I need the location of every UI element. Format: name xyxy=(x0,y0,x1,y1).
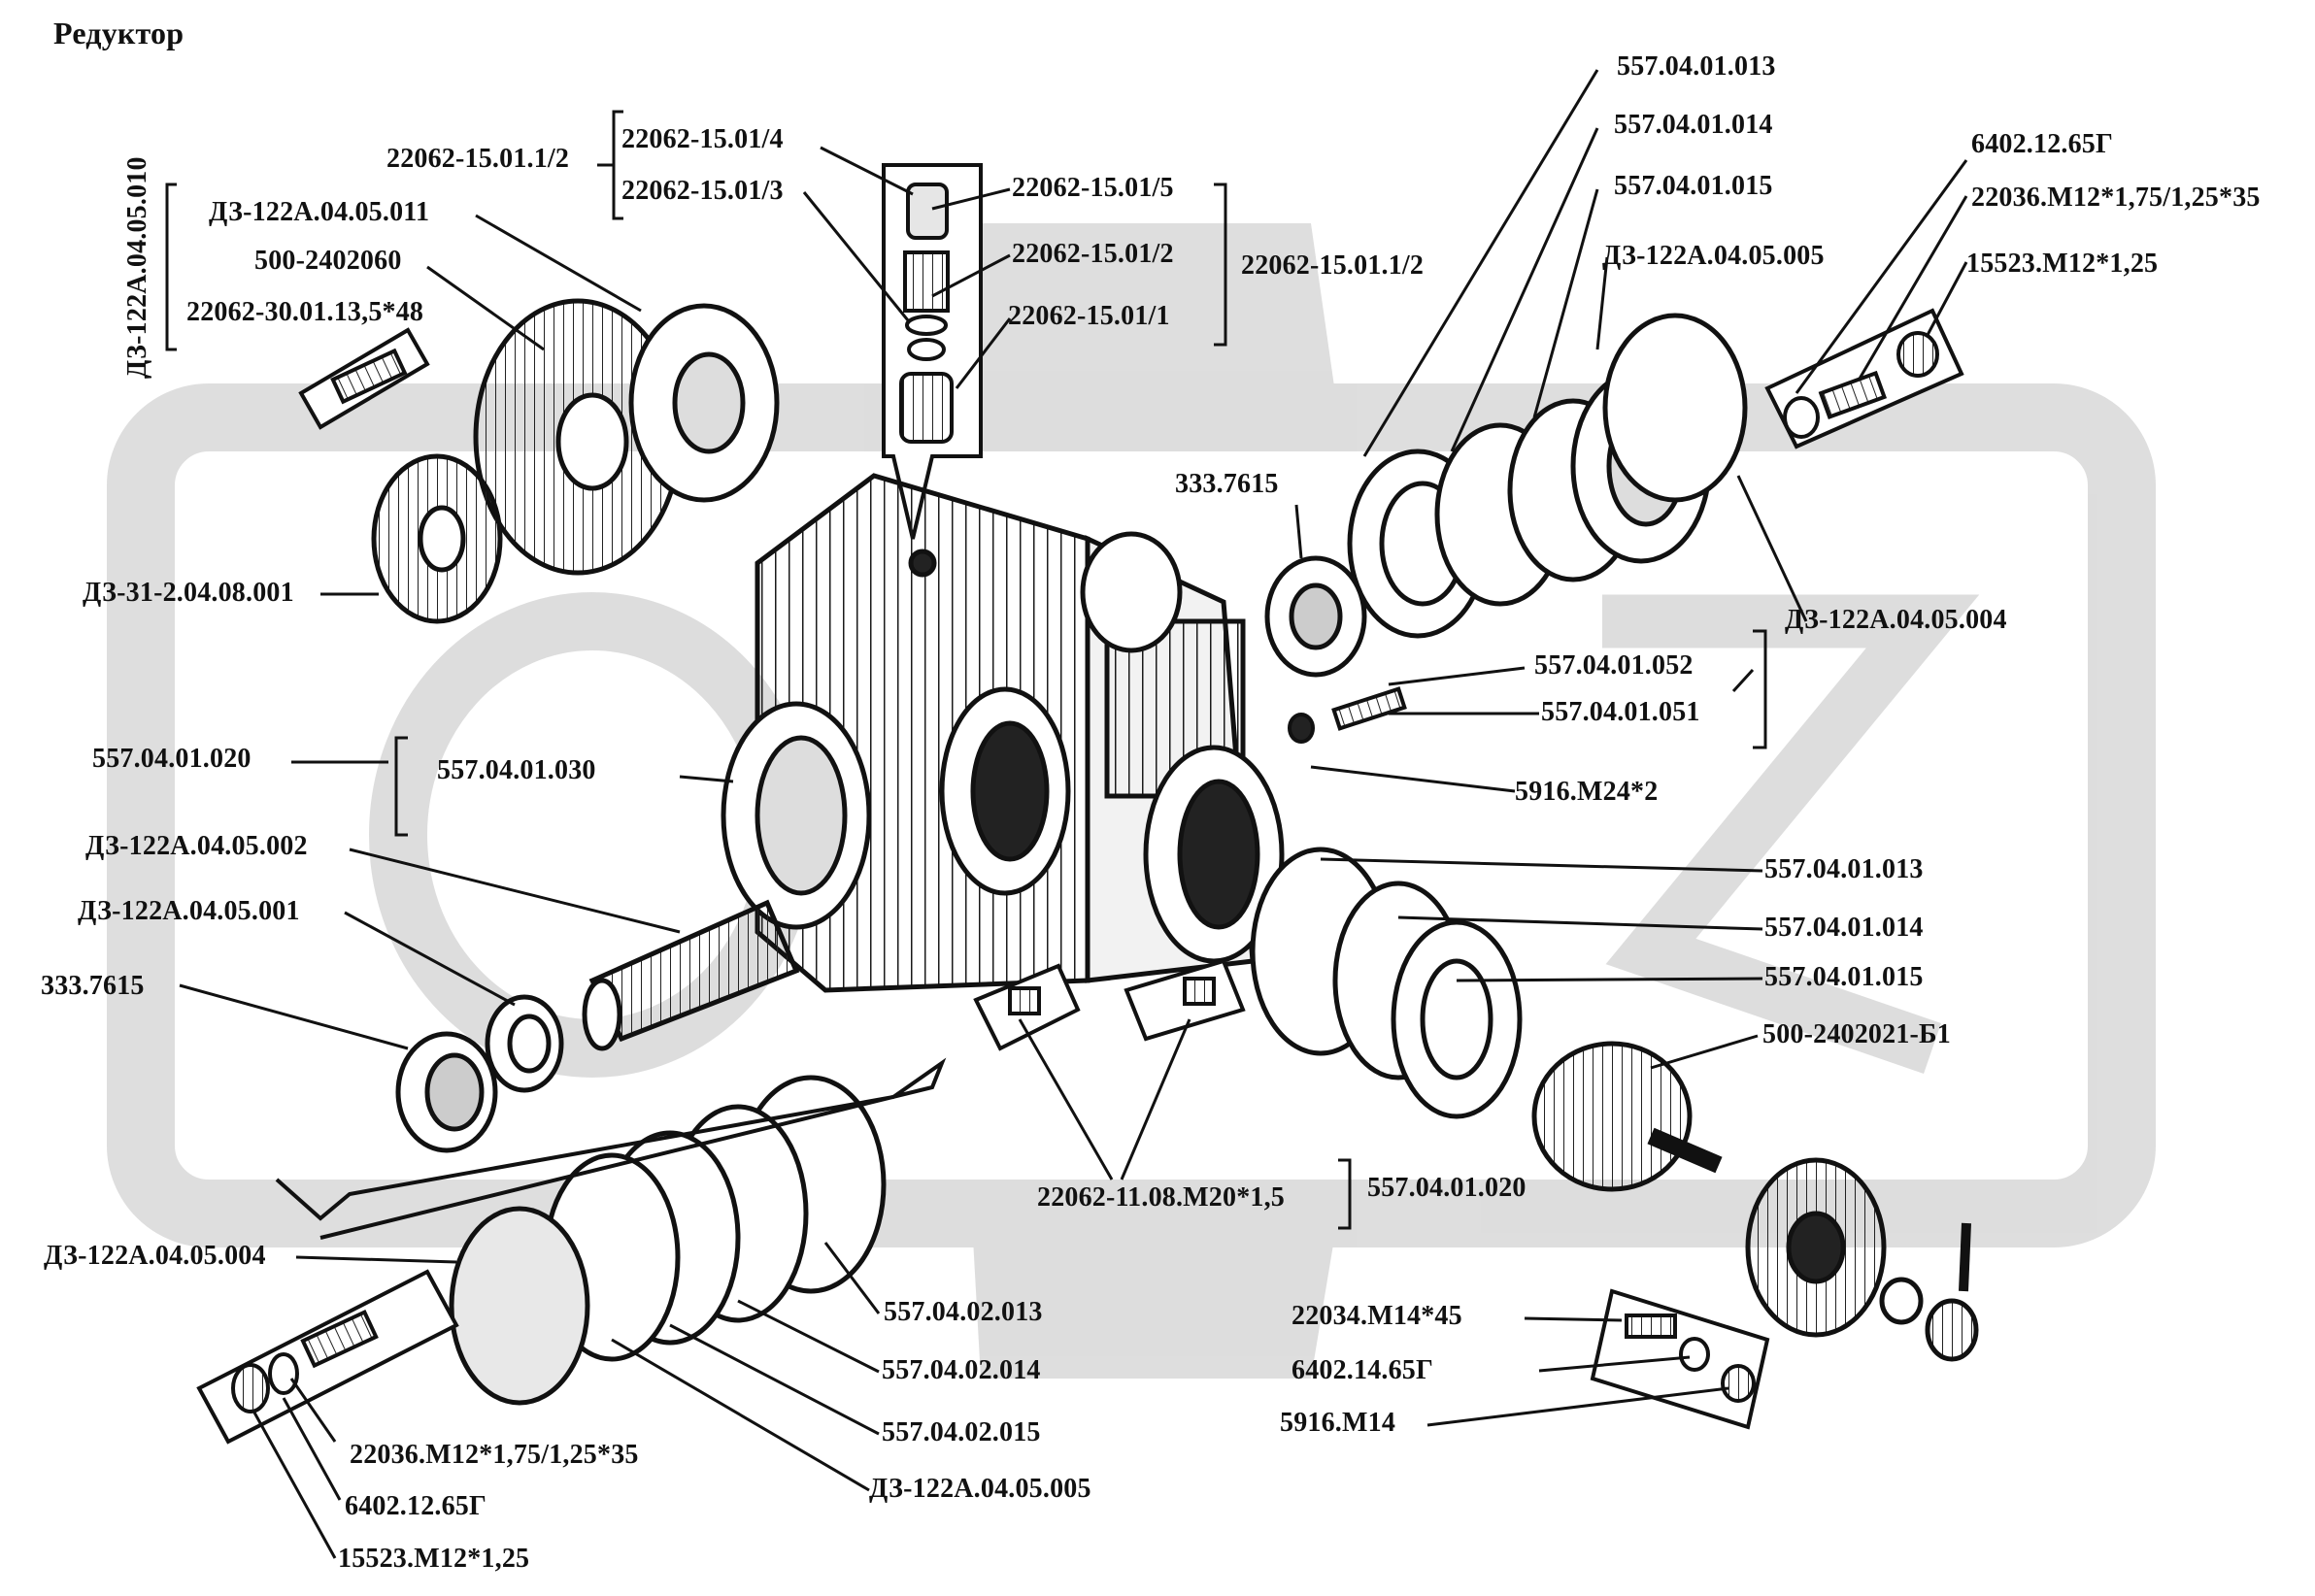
part-label: 557.04.01.015 xyxy=(1764,962,1924,992)
part-label: ДЗ-122А.04.05.005 xyxy=(1602,241,1825,271)
part-label: 557.04.02.013 xyxy=(884,1297,1043,1327)
part-label: 5916.М14 xyxy=(1280,1408,1396,1438)
part-label: 557.04.01.030 xyxy=(437,755,596,785)
page-title: Редуктор xyxy=(53,16,185,50)
part-label: ДЗ-31-2.04.08.001 xyxy=(83,578,294,608)
part-label: 22062-15.01.1/2 xyxy=(1241,250,1425,281)
part-label: 22034.М14*45 xyxy=(1292,1301,1462,1331)
part-label: 22036.М12*1,75/1,25*35 xyxy=(350,1440,639,1470)
part-label: ДЗ-122А.04.05.004 xyxy=(1785,605,2007,635)
part-label: 557.04.02.014 xyxy=(882,1355,1041,1385)
part-label: 557.04.01.014 xyxy=(1764,913,1924,943)
part-label: 22062-15.01/3 xyxy=(621,176,784,206)
part-label: 22062-11.08.М20*1,5 xyxy=(1037,1182,1286,1213)
part-label: ДЗ-122А.04.05.005 xyxy=(869,1474,1091,1504)
part-label: 557.04.01.014 xyxy=(1614,110,1773,140)
part-label: 557.04.01.051 xyxy=(1541,697,1700,727)
part-label: 6402.12.65Г xyxy=(1971,129,2114,159)
part-label: ДЗ-122А.04.05.002 xyxy=(85,831,308,861)
part-label: 22062-15.01/1 xyxy=(1008,301,1170,331)
part-label: 557.04.01.013 xyxy=(1617,51,1776,82)
part-label: 22062-15.01.1/2 xyxy=(386,144,570,174)
part-label: 500-2402021-Б1 xyxy=(1762,1019,1951,1049)
part-label: 6402.14.65Г xyxy=(1292,1355,1434,1385)
part-label: ДЗ-122А.04.05.004 xyxy=(44,1241,266,1271)
part-label: 557.04.01.015 xyxy=(1614,171,1773,201)
part-label: 557.04.01.020 xyxy=(1367,1173,1527,1203)
part-label: 557.04.02.015 xyxy=(882,1417,1041,1447)
part-label: 333.7615 xyxy=(41,971,145,1001)
part-label: 500-2402060 xyxy=(254,246,402,276)
part-label: 22062-15.01/5 xyxy=(1012,173,1174,203)
part-label: 22036.М12*1,75/1,25*35 xyxy=(1971,183,2261,213)
part-label: 6402.12.65Г xyxy=(345,1491,487,1521)
part-label: 5916.М24*2 xyxy=(1515,777,1659,807)
part-label: 557.04.01.052 xyxy=(1534,650,1694,681)
part-label: 15523.М12*1,25 xyxy=(338,1544,530,1574)
part-label: ДЗ-122А.04.05.001 xyxy=(78,896,300,926)
part-label: 333.7615 xyxy=(1175,469,1279,499)
part-label: 15523.М12*1,25 xyxy=(1966,249,2159,279)
part-label: 557.04.01.013 xyxy=(1764,854,1924,884)
part-label: 22062-15.01/2 xyxy=(1012,239,1174,269)
part-label: 22062-30.01.13,5*48 xyxy=(186,297,424,327)
part-label: 22062-15.01/4 xyxy=(621,124,784,154)
part-label: ДЗ-122А.04.05.011 xyxy=(209,197,430,227)
part-label: ДЗ-122А.04.05.010 xyxy=(122,156,152,379)
part-label: 557.04.01.020 xyxy=(92,744,252,774)
